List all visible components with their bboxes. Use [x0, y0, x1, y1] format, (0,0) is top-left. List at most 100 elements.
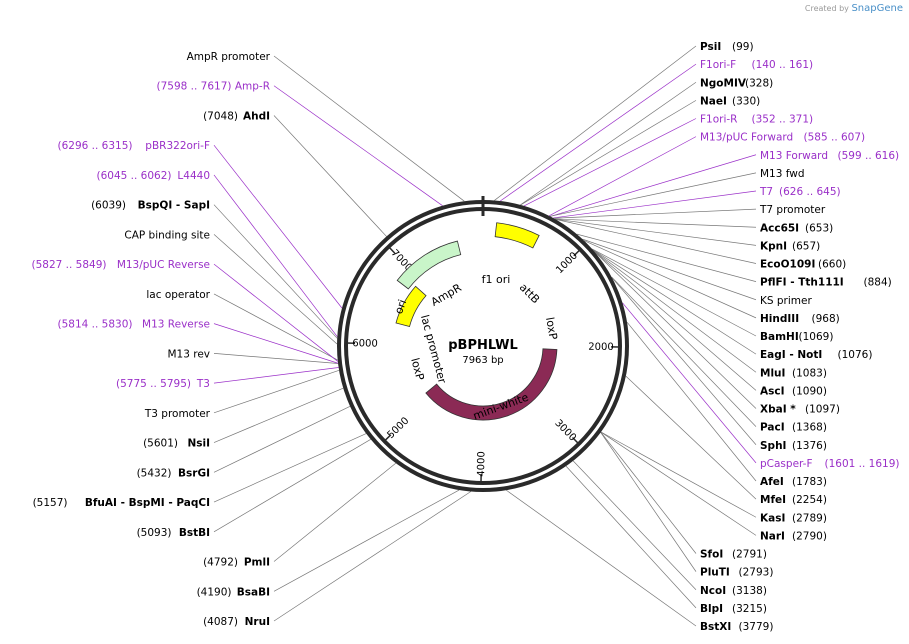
label-nsii: NsiI: [187, 438, 210, 450]
leader-mfei: [625, 375, 757, 500]
label-bstxi: BstXI: [700, 621, 731, 633]
label-lac-operator: lac operator: [146, 289, 210, 301]
label-position: (99): [732, 41, 754, 53]
label-position: (5601): [143, 438, 178, 450]
leader-ecoo109i: [555, 219, 757, 264]
label-position: (884): [864, 277, 892, 289]
label-t7: T7: [759, 186, 773, 198]
label-position: (140 .. 161): [752, 59, 814, 71]
label-kasi: KasI: [760, 512, 785, 524]
leader-asci: [593, 250, 757, 391]
label-position: (2790): [792, 530, 827, 542]
label-ks-primer: KS primer: [760, 295, 812, 307]
label-bamhi: BamHI: [760, 331, 799, 343]
label-sfoi: SfoI: [700, 549, 723, 561]
leader-bstxi: [506, 489, 697, 627]
label-position: (1368): [792, 422, 827, 434]
label-position: (3138): [732, 585, 767, 597]
label-position: (657): [792, 240, 820, 252]
label-position: (1783): [792, 476, 827, 488]
leader-xbai: [593, 251, 757, 409]
label-afei: AfeI: [760, 476, 784, 488]
leader-pcasper-f: [622, 302, 757, 464]
label-amp-r: Amp-R: [235, 81, 270, 93]
feature-mini-white: [425, 348, 558, 421]
tick-label: 5000: [385, 415, 411, 441]
label-position: (4087): [203, 616, 238, 628]
tick-mark: [571, 436, 580, 445]
label-pluti: PluTI: [700, 567, 730, 579]
leader-nari: [600, 431, 757, 536]
label-m13-reverse: M13 Reverse: [142, 319, 210, 331]
label-t7-promoter: T7 promoter: [759, 204, 826, 216]
label-position: (7598 .. 7617): [157, 81, 232, 93]
leader-bsabi: [273, 489, 460, 592]
leader-pflfi-tth111i: [576, 233, 757, 282]
label-mfei: MfeI: [760, 494, 786, 506]
leader-cap-binding-site: [213, 234, 338, 345]
credit-line: Created by SnapGene: [805, 3, 903, 14]
leader-nrui: [273, 491, 472, 622]
label-position: (5093): [137, 527, 172, 539]
leader-t7: [553, 190, 757, 219]
tick-mark: [388, 246, 396, 254]
label-ecoo109i: EcoO109I: [760, 259, 815, 271]
leader-afei: [626, 321, 757, 482]
label-naei: NaeI: [700, 95, 727, 107]
plasmid-name: pBPHLWL: [448, 338, 518, 353]
label-position: (352 .. 371): [752, 114, 814, 126]
feature-ori: [395, 285, 427, 328]
leader-sphi: [611, 277, 757, 445]
label-position: (1097): [805, 404, 840, 416]
label-m13-rev: M13 rev: [167, 348, 210, 360]
leader-m13-puc-reverse: [213, 263, 339, 362]
label-position: (5827 .. 5849): [32, 259, 107, 271]
label-position: (599 .. 616): [838, 150, 900, 162]
label-position: (1090): [792, 385, 827, 397]
credit-prefix: Created by: [804, 4, 849, 13]
feature-ampr: [396, 240, 462, 290]
label-position: (1601 .. 1619): [825, 458, 900, 470]
label-pcasper-f: pCasper-F: [760, 458, 813, 470]
label-position: (1376): [792, 440, 827, 452]
label-position: (968): [812, 313, 840, 325]
leader-bspqi-sapi: [213, 204, 338, 339]
leader-m13-puc-forward: [548, 136, 697, 217]
leader-ngomiv: [520, 81, 697, 206]
leader-mlui: [592, 249, 757, 373]
label-position: (6039): [91, 200, 126, 212]
leader-naei: [520, 100, 697, 206]
label-position: (330): [732, 95, 760, 107]
leader-bsrgi: [213, 406, 351, 473]
label-position: (585 .. 607): [804, 132, 866, 144]
leader-pmli: [273, 462, 397, 562]
label-position: (660): [818, 259, 846, 271]
label-position: (626 .. 645): [779, 186, 841, 198]
label-hindiii: HindIII: [760, 313, 799, 325]
tick-label: 6000: [352, 338, 378, 350]
leader-lines: [213, 45, 757, 627]
leader-nsii: [213, 387, 344, 443]
label-blpi: BlpI: [700, 603, 723, 615]
leader-t3-promoter: [213, 370, 340, 414]
label-position: (2789): [792, 512, 827, 524]
label-bspqi-sapi: BspQI - SapI: [138, 200, 210, 212]
label-l4440: L4440: [177, 170, 210, 182]
leader-bstbi: [213, 439, 371, 533]
label-sphi: SphI: [760, 440, 786, 452]
label-m13-fwd: M13 fwd: [760, 168, 805, 180]
feature-f1-ori: [494, 222, 540, 249]
inner-label-ampr: AmpR: [429, 281, 464, 309]
outer-labels: PsiI(99)F1ori-F(140 .. 161)NgoMIV(328)Na…: [32, 41, 900, 633]
leader-bfuai-bspmi-paqci: [213, 433, 367, 503]
leader-acc65i: [554, 218, 757, 228]
label-t3-promoter: T3 promoter: [144, 408, 211, 420]
inner-label-loxp: loxP: [408, 356, 426, 382]
label-acc65i: Acc65I: [760, 222, 799, 234]
label-xbai: XbaI *: [760, 404, 796, 416]
label-position: (3215): [732, 603, 767, 615]
label-position: (2791): [732, 549, 767, 561]
label-m13-forward: M13 Forward: [760, 150, 828, 162]
leader-bamhi: [591, 248, 757, 337]
